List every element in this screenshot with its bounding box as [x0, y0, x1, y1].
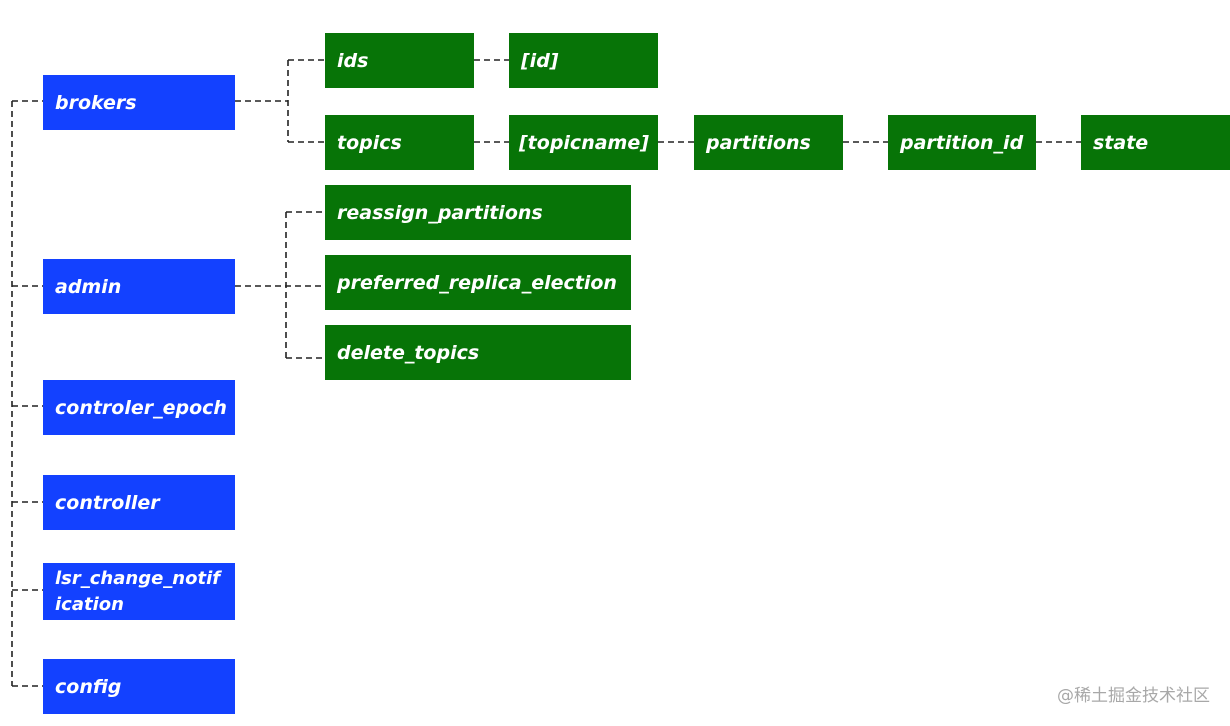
- node-topicname: [topicname]: [509, 115, 658, 170]
- node-isr-change-notification: lsr_change_notification: [43, 563, 235, 620]
- node-partitions: partitions: [694, 115, 843, 170]
- node-admin: admin: [43, 259, 235, 314]
- node-topics: topics: [325, 115, 474, 170]
- node-brokers: brokers: [43, 75, 235, 130]
- node-preferred-replica-election: preferred_replica_election: [325, 255, 631, 310]
- node-delete-topics: delete_topics: [325, 325, 631, 380]
- watermark: @稀土掘金技术社区: [1057, 686, 1210, 706]
- node-id: [id]: [509, 33, 658, 88]
- node-config: config: [43, 659, 235, 714]
- node-controler-epoch: controler_epoch: [43, 380, 235, 435]
- node-reassign-partitions: reassign_partitions: [325, 185, 631, 240]
- node-partition-id: partition_id: [888, 115, 1036, 170]
- node-controller: controller: [43, 475, 235, 530]
- node-state: state: [1081, 115, 1230, 170]
- node-ids: ids: [325, 33, 474, 88]
